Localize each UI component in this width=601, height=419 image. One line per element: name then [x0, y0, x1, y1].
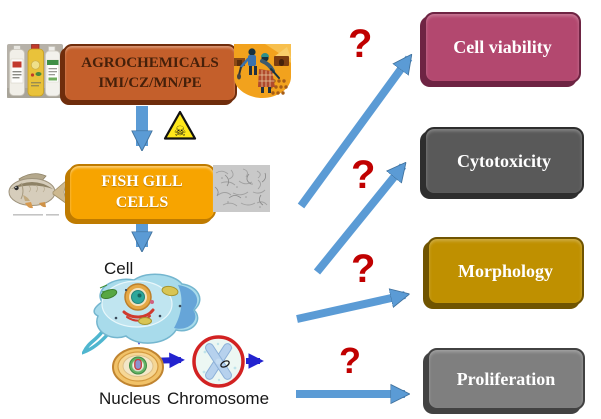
nucleus-label: Nucleus [99, 389, 161, 408]
fish-image [8, 173, 68, 216]
chromosome-illustration [192, 335, 245, 388]
cell-culture-micrograph [213, 165, 270, 212]
agrochemicals-box: AGROCHEMICALS IMI/CZ/MN/PE [63, 44, 237, 102]
outcome-label-cytotoxicity: Cytotoxicity [457, 150, 551, 171]
arrow-to-cytotoxicity [313, 166, 403, 275]
fish-gill-line1: FISH GILL [101, 172, 183, 190]
toxic-hazard-icon: ☠ [163, 110, 197, 140]
nucleus-illustration [112, 347, 164, 387]
outcome-box-proliferation: Proliferation [427, 348, 585, 410]
fish-gill-cells-box: FISH GILL CELLS [68, 164, 216, 221]
farmers-field-graphic [234, 44, 291, 98]
agrochemicals-line2: IMI/CZ/MN/PE [98, 75, 202, 91]
cell-label: Cell [104, 259, 134, 278]
question-mark-cytotoxicity: ? [351, 153, 376, 197]
pesticide-bottles-image [7, 44, 63, 98]
chromosome-label: Chromosome [167, 389, 270, 408]
agrochemicals-line1: AGROCHEMICALS [81, 54, 219, 71]
outcome-label-morphology: Morphology [457, 260, 553, 281]
question-mark-viability: ? [348, 22, 373, 66]
outcome-box-morphology: Morphology [427, 237, 584, 305]
cell-illustration [82, 273, 201, 355]
question-mark-proliferation: ? [339, 340, 361, 381]
outcome-label-proliferation: Proliferation [456, 368, 556, 389]
outcome-box-cytotoxicity: Cytotoxicity [424, 127, 584, 195]
arrow-to-morphology [296, 295, 405, 323]
skull-crossbones-glyph: ☠ [174, 124, 187, 140]
outcome-box-cell-viability: Cell viability [424, 12, 581, 83]
outcome-label-cell-viability: Cell viability [453, 37, 552, 57]
question-mark-morphology: ? [351, 247, 376, 291]
arrow-to-cell-viability [297, 58, 409, 209]
fish-gill-line2: CELLS [115, 193, 169, 211]
